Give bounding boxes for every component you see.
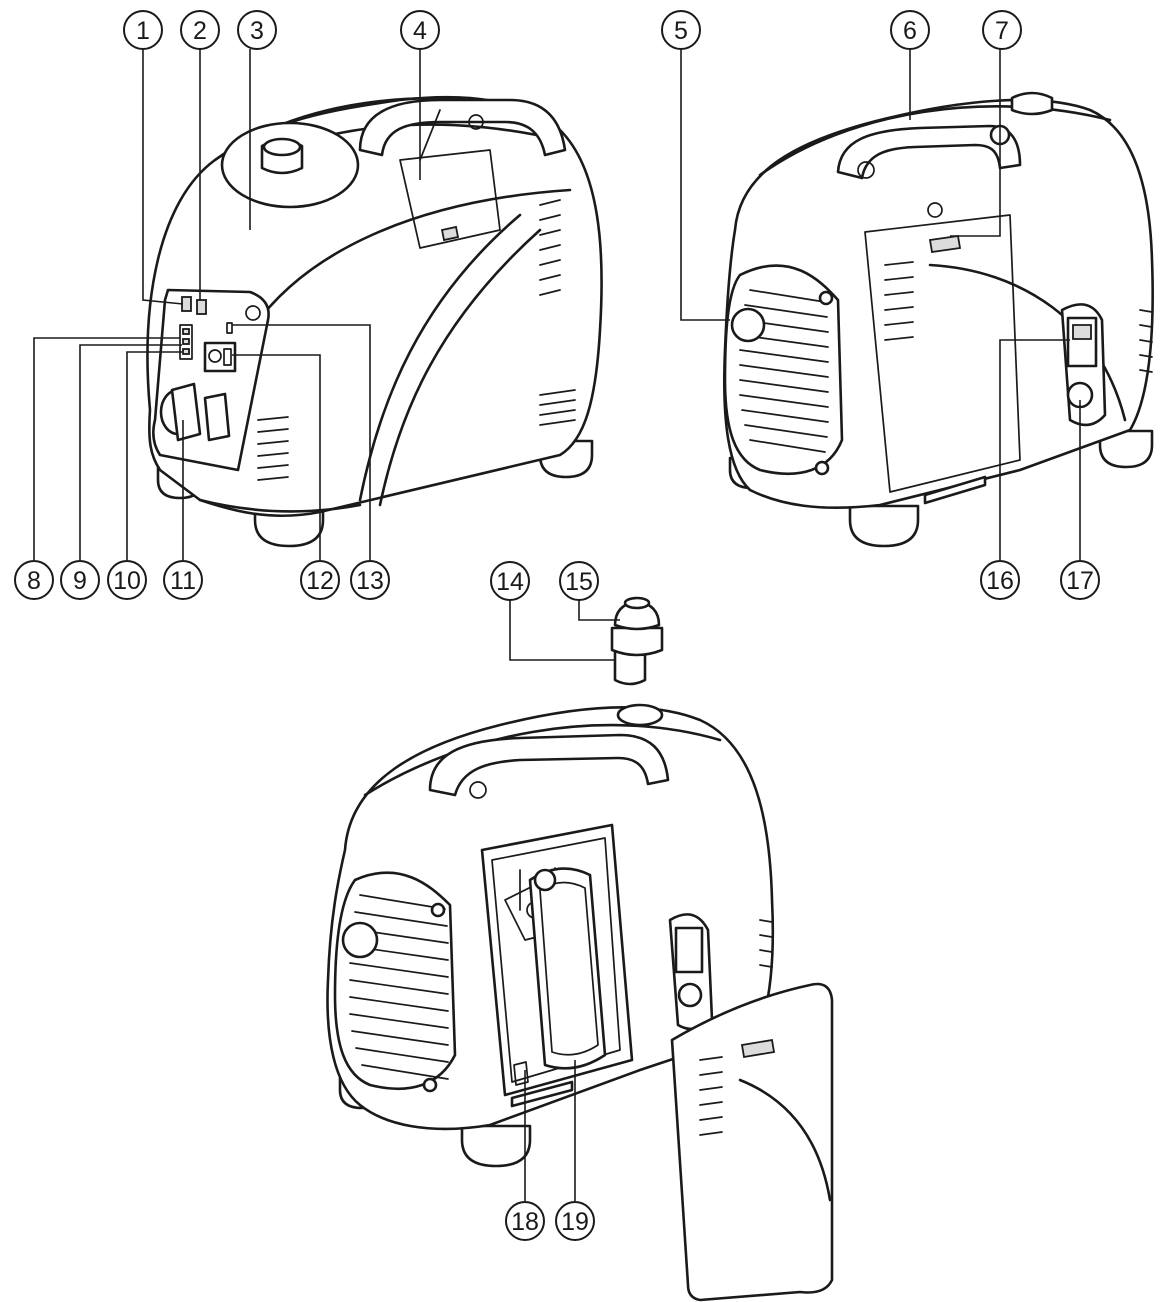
callout-4: 4 [400,10,440,50]
generator-rear-view [722,91,1154,548]
callout-circle [505,1201,545,1241]
callout-number: 5 [674,17,688,45]
callout-number: 7 [995,17,1009,45]
callout-circle [237,10,277,50]
callout-circle [890,10,930,50]
callout-6: 6 [890,10,930,50]
callout-14: 14 [490,561,530,601]
callout-number: 3 [250,17,264,45]
generator-open-side-view [326,703,834,1302]
callout-circle [400,10,440,50]
callout-7: 7 [982,10,1022,50]
callout-19: 19 [555,1201,595,1241]
callout-circle [559,561,599,601]
callout-number: 17 [1066,567,1094,595]
generator-front-view [146,95,603,548]
callout-number: 19 [561,1208,589,1236]
callout-number: 12 [306,567,334,595]
callout-number: 6 [903,17,917,45]
callout-number: 18 [511,1208,539,1236]
callout-circle [300,560,340,600]
callout-number: 10 [113,567,141,595]
callout-circle [555,1201,595,1241]
leader-lines [33,49,1081,1201]
callout-16: 16 [980,560,1020,600]
callout-11: 11 [163,560,203,600]
callout-number: 1 [136,17,150,45]
callout-circle [14,560,54,600]
callout-number: 14 [496,568,524,596]
callout-circle [350,560,390,600]
callout-number: 4 [413,17,427,45]
callout-5: 5 [661,10,701,50]
callout-9: 9 [60,560,100,600]
callout-circle [163,560,203,600]
callout-number: 13 [356,567,384,595]
callout-2: 2 [180,10,220,50]
callout-number: 15 [565,568,593,596]
callout-circle [490,561,530,601]
callout-18: 18 [505,1201,545,1241]
callout-17: 17 [1060,560,1100,600]
callout-15: 15 [559,561,599,601]
fuel-filter-and-cap [610,596,664,686]
callout-number: 8 [27,567,41,595]
callout-number: 2 [193,17,207,45]
callout-number: 11 [170,567,196,595]
callout-8: 8 [14,560,54,600]
callout-circle [60,560,100,600]
callout-number: 16 [986,567,1014,595]
callout-circle [180,10,220,50]
callout-3: 3 [237,10,277,50]
callout-number: 9 [73,567,87,595]
callout-circle [123,10,163,50]
callout-circle [980,560,1020,600]
callout-1: 1 [123,10,163,50]
callout-13: 13 [350,560,390,600]
callout-circle [107,560,147,600]
callout-10: 10 [107,560,147,600]
callout-circle [661,10,701,50]
callout-12: 12 [300,560,340,600]
callout-circle [982,10,1022,50]
callout-circle [1060,560,1100,600]
